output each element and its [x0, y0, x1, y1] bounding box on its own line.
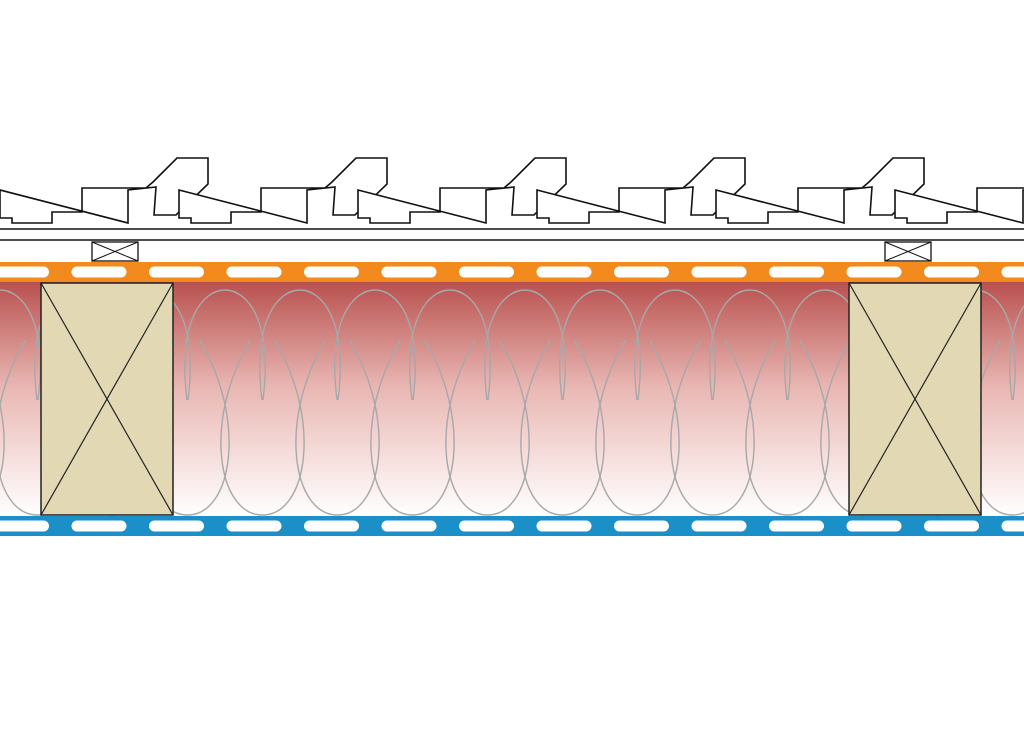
- membrane-dash: [614, 520, 669, 532]
- membrane-dash: [769, 266, 824, 278]
- inner-membrane: [0, 516, 1024, 536]
- membrane-dash: [149, 266, 204, 278]
- membrane-dash: [769, 520, 824, 532]
- roof-tile: [894, 187, 1024, 225]
- roof-tile: [0, 157, 209, 225]
- membrane-dash: [691, 520, 747, 532]
- membrane-dash: [459, 520, 514, 532]
- membrane-dash: [536, 520, 592, 532]
- membrane-dash: [226, 266, 282, 278]
- insulation-loop-lower: [670, 339, 755, 516]
- outer-membrane: [0, 262, 1024, 282]
- rafter: [40, 282, 174, 516]
- counter-battens: [91, 241, 932, 262]
- insulation-loop-lower: [220, 339, 305, 516]
- membrane-dash: [304, 266, 359, 278]
- insulation-loop-lower: [520, 339, 605, 516]
- membrane-dash: [304, 520, 359, 532]
- insulation-loop-lower: [0, 401, 5, 479]
- membrane-dash: [0, 520, 49, 532]
- insulation-loop-lower: [295, 339, 380, 516]
- rafter-cross: [848, 282, 982, 516]
- counter-batten-cross: [91, 241, 139, 262]
- membrane-dash: [149, 520, 204, 532]
- membrane-dash: [691, 266, 747, 278]
- membrane-dash: [846, 266, 902, 278]
- membrane-dash: [459, 266, 514, 278]
- insulation-loop-upper: [334, 289, 416, 401]
- membrane-dash: [381, 266, 437, 278]
- rafter-cross: [40, 282, 174, 516]
- insulation-loop-upper: [1009, 305, 1024, 401]
- membrane-dash: [614, 266, 669, 278]
- roof-tile: [536, 157, 746, 225]
- insulation-loop-upper: [634, 289, 716, 401]
- insulation-loop-upper: [184, 289, 266, 401]
- roof-tiles: [0, 157, 1024, 225]
- insulation-loop-lower: [445, 339, 530, 516]
- membrane-dash: [846, 520, 902, 532]
- membrane-dash: [924, 266, 979, 278]
- rafter: [848, 282, 982, 516]
- membrane-dash: [1001, 266, 1024, 278]
- insulation-loop-lower: [745, 339, 830, 516]
- membrane-dash: [924, 520, 979, 532]
- membrane-dash: [71, 520, 127, 532]
- membrane-dash: [381, 520, 437, 532]
- membrane-dash: [71, 266, 127, 278]
- membrane-dash: [1001, 520, 1024, 532]
- roof-tile: [178, 157, 388, 225]
- insulation-loop-upper: [409, 289, 491, 401]
- outer-membrane-dashes: [0, 266, 1024, 278]
- counter-batten-cross: [884, 241, 932, 262]
- insulation-loop-upper: [0, 289, 41, 401]
- counter-batten: [884, 241, 932, 262]
- membrane-dash: [0, 266, 49, 278]
- membrane-dash: [226, 520, 282, 532]
- roof-tile: [715, 157, 925, 225]
- rafters: [40, 282, 982, 516]
- batten-layer: [0, 228, 1024, 262]
- insulation-loop-upper: [484, 289, 566, 401]
- insulation-loop-upper: [259, 289, 341, 401]
- inner-membrane-dashes: [0, 520, 1024, 532]
- membrane-dash: [536, 266, 592, 278]
- insulation-loop-upper: [709, 289, 791, 401]
- roof-tile: [357, 157, 567, 225]
- insulation-loop-lower: [595, 339, 680, 516]
- insulation-loop-upper: [559, 289, 641, 401]
- counter-batten: [91, 241, 139, 262]
- insulation-loop-lower: [370, 339, 455, 516]
